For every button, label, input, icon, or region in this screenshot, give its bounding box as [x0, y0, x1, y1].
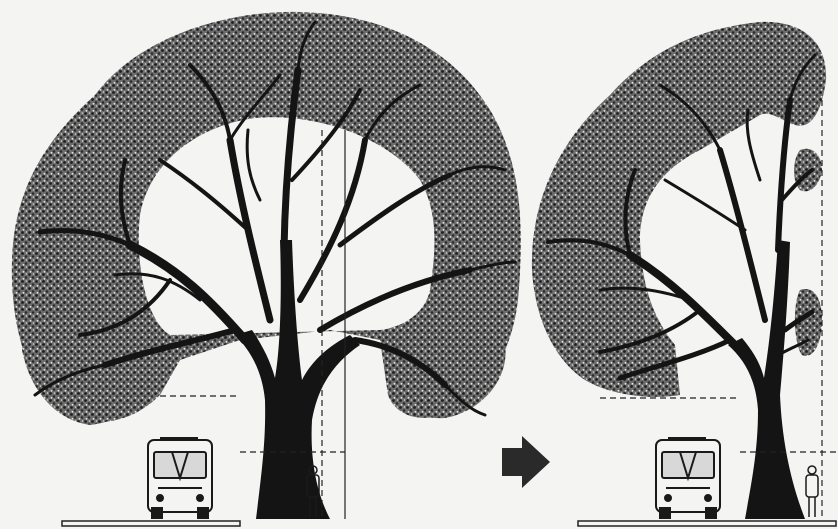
ground-line-left — [62, 521, 240, 526]
before-panel — [12, 12, 521, 526]
pedestrian-icon — [806, 466, 818, 517]
arrow-right-icon — [502, 436, 550, 488]
foliage-lower-right-left — [385, 322, 506, 419]
bus-icon — [148, 438, 212, 518]
tree-trunk-right — [728, 240, 805, 519]
bus-icon — [656, 438, 720, 518]
tree-trunk-left — [235, 240, 360, 519]
ground-line-right — [578, 521, 836, 526]
after-panel — [532, 22, 836, 526]
